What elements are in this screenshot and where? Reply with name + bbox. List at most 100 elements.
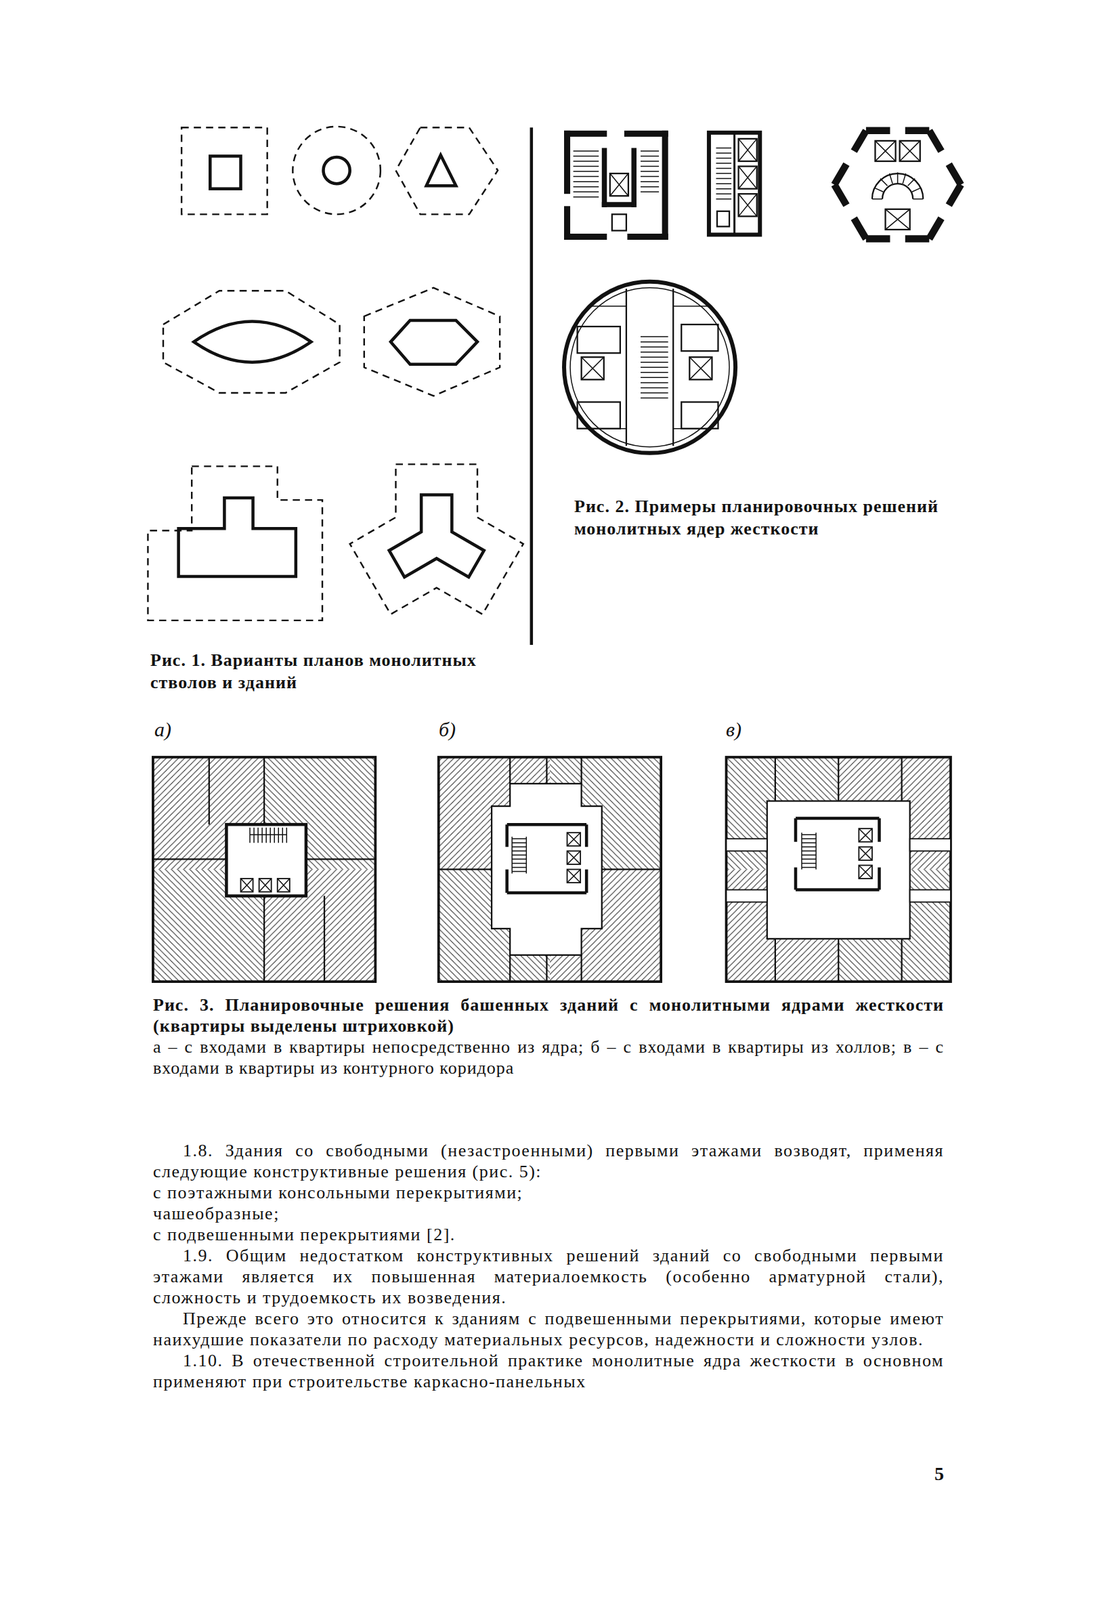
list-item: с поэтажными консольными перекрытиями; — [153, 1181, 944, 1203]
tower-plan — [153, 757, 376, 982]
core-plan — [570, 287, 730, 447]
core-plan — [564, 130, 571, 194]
tower-plan — [241, 878, 254, 892]
tower-plan — [277, 878, 290, 892]
core-plan — [573, 151, 660, 198]
tower-plan — [438, 757, 661, 982]
core-plan — [591, 306, 709, 429]
tower-plan — [858, 828, 873, 842]
core-plan — [874, 140, 896, 162]
core-outline — [323, 157, 351, 184]
core-plan — [662, 130, 669, 240]
tower-plan — [438, 757, 661, 982]
core-plan — [874, 140, 896, 162]
core-plan — [708, 132, 760, 235]
core-outline — [193, 321, 311, 363]
core-outline — [389, 494, 485, 577]
core-plan — [885, 209, 911, 230]
core-plan — [564, 130, 669, 240]
core-outline — [178, 497, 296, 577]
tower-plan — [726, 838, 768, 851]
tower-plan — [767, 801, 911, 939]
tower-plan — [726, 757, 951, 982]
core-plan — [715, 147, 732, 199]
core-plan — [899, 140, 921, 162]
core-plan — [577, 402, 621, 429]
core-plan — [738, 138, 758, 162]
core-plan — [581, 356, 605, 380]
core-plan — [885, 209, 911, 230]
core-plan — [612, 213, 627, 231]
figure-caption: Рис. 2. Примеры планировочных решений мо… — [574, 494, 954, 540]
caption-block: Рис. 3. Планировочные решения башенных з… — [153, 994, 944, 1079]
core-plan — [689, 356, 712, 380]
core-plan — [626, 288, 674, 446]
body-block: 1.8. Здания со свободными (незастроенным… — [153, 1139, 944, 1392]
tower-plan — [226, 824, 306, 896]
tower-plan — [241, 878, 254, 892]
core-plan — [601, 201, 637, 208]
body-text: 1.10. В отечественной строительной практ… — [153, 1349, 944, 1392]
core-plan — [564, 130, 961, 454]
dashed-outline — [364, 287, 500, 397]
tower-plan — [726, 889, 768, 902]
tower-plan — [249, 827, 287, 844]
core-outline — [178, 155, 485, 577]
core-plan — [564, 281, 736, 454]
tower-plan — [567, 832, 581, 846]
tower-plan — [491, 783, 602, 955]
core-plan — [601, 147, 608, 207]
dashed-outline — [181, 127, 268, 214]
core-outline — [209, 155, 241, 189]
dashed-outline — [147, 126, 523, 621]
body-text: Прежде всего это относится к зданиям с п… — [153, 1307, 944, 1350]
tower-plan — [858, 864, 873, 879]
core-plan — [738, 193, 758, 217]
core-plan — [581, 356, 605, 380]
tower-plan — [567, 868, 581, 883]
tower-plan — [277, 878, 290, 892]
tower-plan — [858, 846, 873, 860]
tower-plan — [910, 889, 951, 902]
tower-plan — [259, 878, 272, 892]
subfigure-letter: в) — [725, 717, 767, 741]
core-plan — [733, 132, 736, 235]
figure-caption: Рис. 3. Планировочные решения башенных з… — [153, 994, 944, 1037]
core-plan — [899, 140, 921, 162]
tower-plan — [775, 757, 902, 982]
core-plan — [564, 130, 607, 137]
plan-variants — [147, 126, 523, 621]
subfigure-letter: а) — [154, 717, 196, 741]
core-plan — [631, 147, 637, 207]
dashed-outline — [395, 127, 498, 214]
core-plan — [738, 166, 758, 189]
tower-plan — [567, 868, 581, 883]
tower-plan — [858, 846, 873, 860]
core-plan — [834, 130, 961, 240]
dashed-outline — [147, 465, 323, 620]
tower-plan — [153, 868, 265, 982]
tower-plan — [438, 757, 661, 982]
list-item: с подвешенными перекрытиями [2]. — [153, 1223, 944, 1245]
core-plan — [738, 193, 758, 217]
core-plan — [717, 211, 730, 227]
page-number: 5 — [934, 1462, 976, 1485]
tower-plan — [511, 836, 527, 873]
core-plan — [689, 356, 712, 380]
core-plan — [872, 172, 923, 200]
tower-plan — [567, 832, 581, 846]
caption-legend: а – с входами в квартиры непосредственно… — [153, 1036, 944, 1079]
tower-plan — [726, 757, 951, 982]
tower-plan — [153, 757, 376, 982]
tower-plan — [567, 850, 581, 865]
tower-plan — [801, 832, 816, 869]
core-plan — [681, 324, 718, 351]
core-plan — [738, 166, 758, 189]
figure-caption: Рис. 1. Варианты планов монолитных ствол… — [150, 648, 530, 694]
tower-plan — [567, 850, 581, 865]
tower-plan — [259, 878, 272, 892]
tower-plan — [910, 838, 951, 851]
tower-plan — [795, 817, 880, 890]
core-plan — [610, 173, 629, 196]
